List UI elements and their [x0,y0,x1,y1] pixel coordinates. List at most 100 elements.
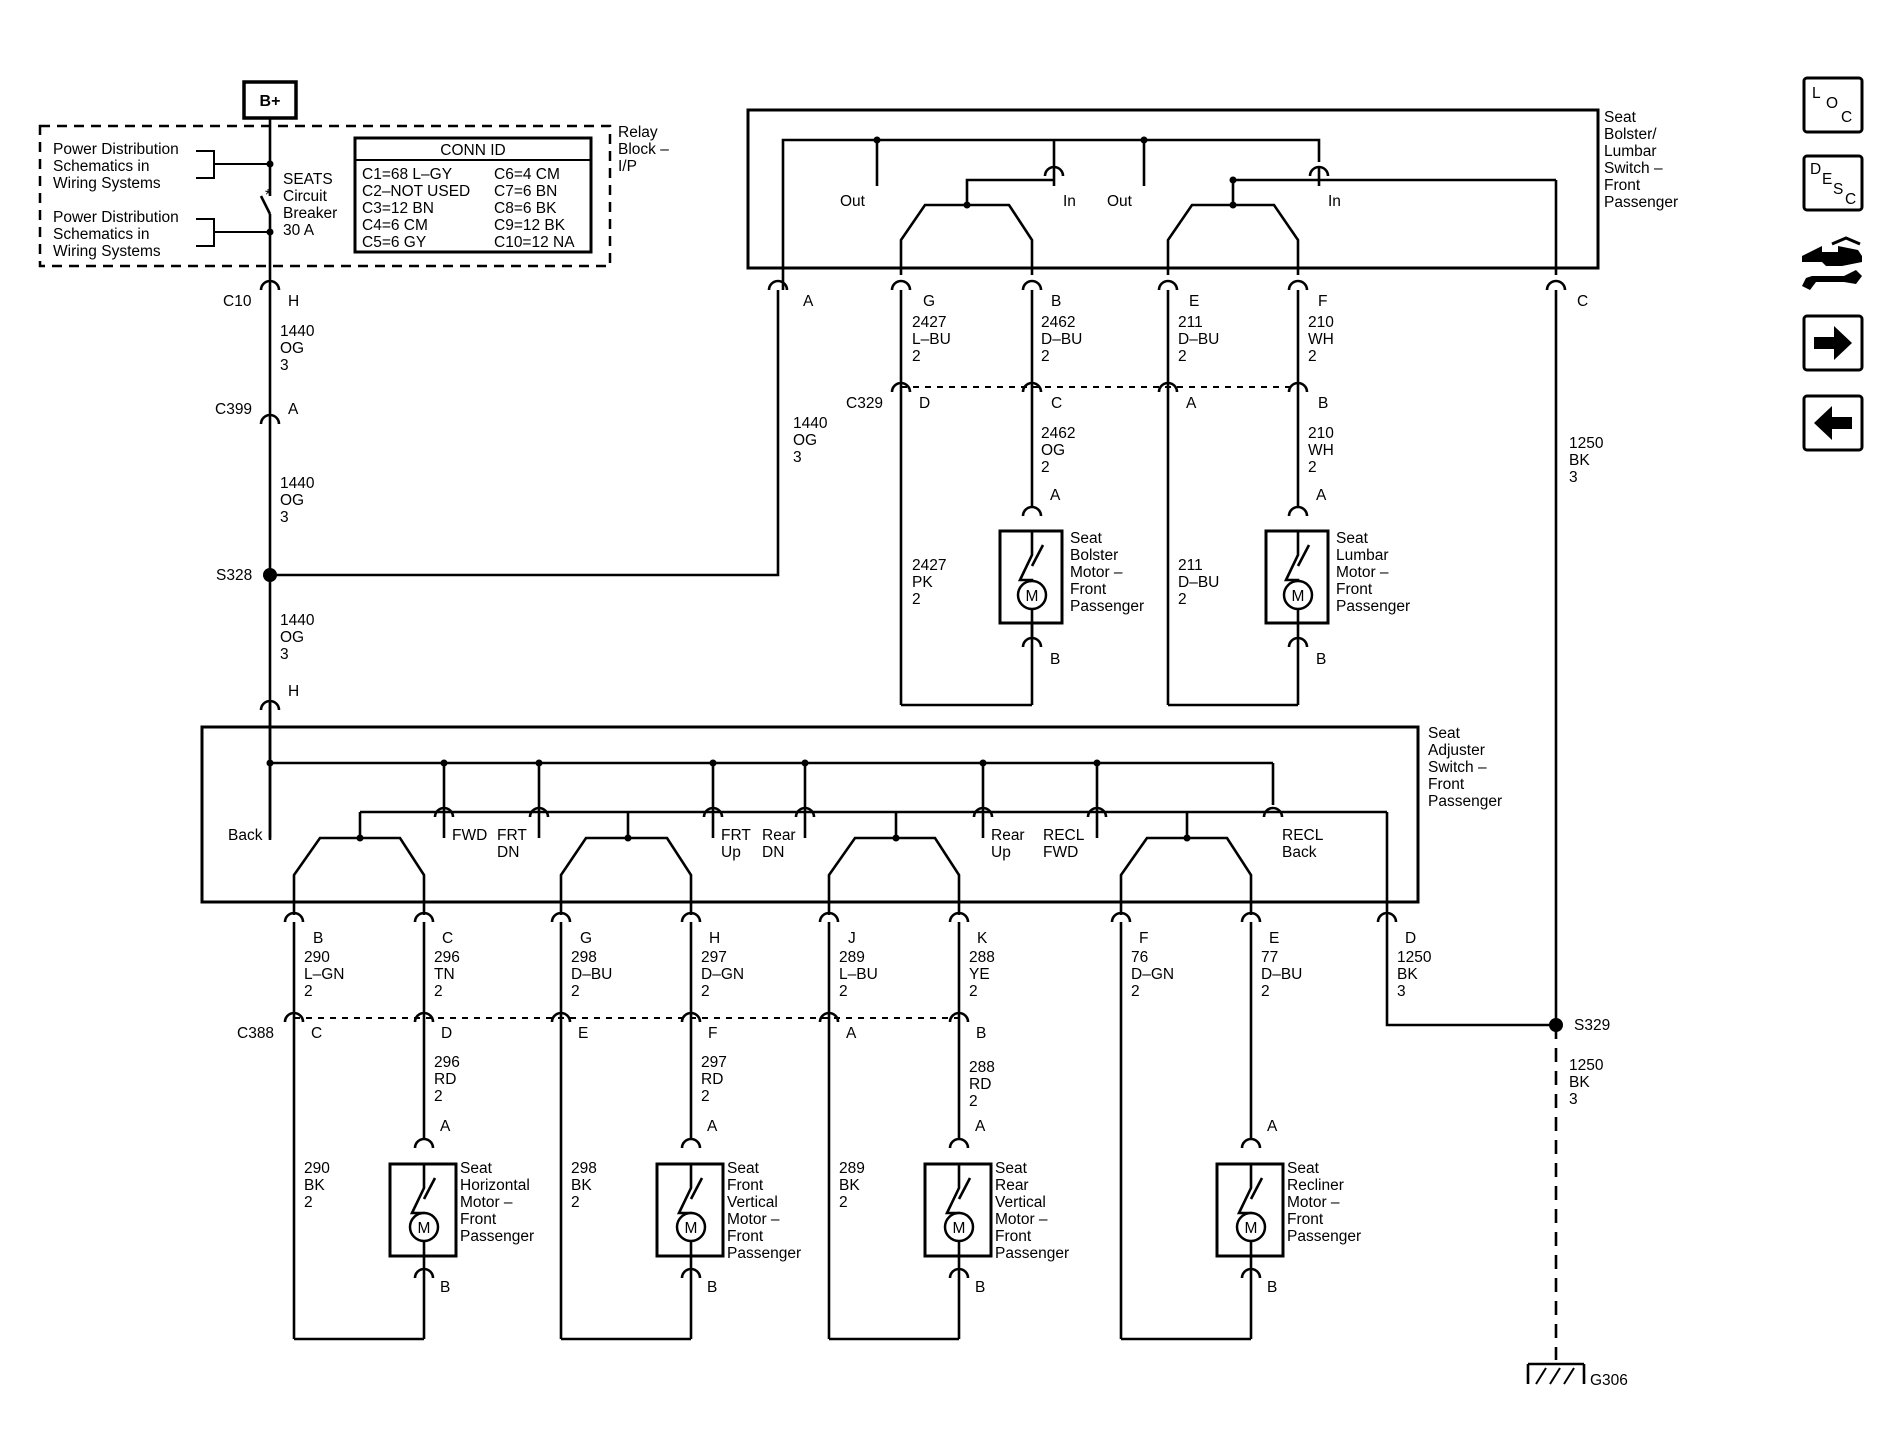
recliner-motor-name-3: Motor – [1287,1194,1340,1211]
lumbar-motor-name-1: Seat [1336,530,1369,547]
rear-vertical-motor-name-4: Motor – [995,1211,1048,1228]
contact-recl-back-2: Back [1282,844,1317,861]
conn-id-right-4: C10=12 NA [494,234,575,251]
bolster-wire-top-1-2: D–BU [1041,331,1082,348]
recliner-motor-name-1: Seat [1287,1160,1320,1177]
conn-id-table: CONN ID C1=68 L–GY C2–NOT USED C3=12 BN … [353,136,593,254]
recliner-motor-name-4: Front [1287,1211,1324,1228]
motor-symbol: M [418,1220,431,1237]
bolster-motor-name-2: Bolster [1070,547,1118,564]
bolster-title-6: Passenger [1604,194,1678,211]
s329-label: S329 [1574,1017,1610,1034]
adj-wire-top-6-3: 2 [1131,983,1140,1000]
conn-id-right-1: C7=6 BN [494,183,557,200]
desc-letter-d: D [1810,161,1821,178]
bolster-contact-in-1: In [1063,193,1076,210]
bolster-title-2: Bolster/ [1604,126,1657,143]
adj-pin-g: G [580,930,592,947]
front-vertical-motor-pin-b: B [707,1279,717,1296]
loc-letter-l: L [1812,85,1821,102]
desc-letter-s: S [1833,181,1843,198]
front-vertical-motor: M [655,1137,725,1280]
w1440-a-2: OG [280,340,304,357]
breaker-star: * [265,187,271,204]
contact-recl-fwd-1: RECL [1043,827,1085,844]
lumbar-motor-pin-b: B [1316,651,1326,668]
loc-button[interactable]: L O C [1802,76,1864,134]
rear-vertical-motor-name-5: Front [995,1228,1032,1245]
adj-title-5: Passenger [1428,793,1502,810]
adj-wire-top-8-2: BK [1397,966,1418,983]
front-vertical-motor-pin-a: A [707,1118,718,1135]
bolster-pin-f: F [1318,293,1327,310]
adj-wire-top-6-2: D–GN [1131,966,1174,983]
adj-wire-top-6-1: 76 [1131,949,1148,966]
w1250-c-2: BK [1569,1074,1590,1091]
adj-pin-j: J [848,930,856,947]
c388-label: C388 [237,1025,274,1042]
bolster-contact-out-1: Out [840,193,866,210]
bolster-motor-pin-b: B [1050,651,1060,668]
previous-button[interactable] [1802,394,1864,452]
bolster-contact-in-2: In [1328,193,1341,210]
adj-title-3: Switch – [1428,759,1487,776]
relay-block-outline [38,124,612,268]
contact-frt-dn-2: DN [497,844,519,861]
adj-wire-bot-3-2: RD [701,1071,723,1088]
breaker-label-2: Circuit [283,188,328,205]
w1250-c-1: 1250 [1569,1057,1604,1074]
bolster-wire-top-3-3: 2 [1308,348,1317,365]
w1250-a-3: 3 [1569,469,1578,486]
bolster-title-5: Front [1604,177,1641,194]
c10-label: C10 [223,293,252,310]
adj-title-2: Adjuster [1428,742,1485,759]
bolster-motor: M [998,505,1064,649]
adj-wire-bot-5-3: 2 [969,1093,978,1110]
bolster-wire-bot-2-1: 211 [1178,557,1203,574]
contact-rear-up-1: Rear [991,827,1025,844]
bolster-wire-top-0-1: 2427 [912,314,946,331]
bolster-wire-bot-2-2: D–BU [1178,574,1219,591]
conn-id-left-4: C5=6 GY [362,234,426,251]
ground-g306-icon [1526,1362,1586,1385]
contact-frt-up-2: Up [721,844,741,861]
next-button[interactable] [1802,314,1864,372]
adj-wire-bot-3-1: 297 [701,1054,727,1071]
bolster-wire-bot-3-2: WH [1308,442,1334,459]
adj-wire-bot-1-3: 2 [434,1088,443,1105]
lumbar-motor-pin-a: A [1316,487,1327,504]
horizontal-motor-name-5: Passenger [460,1228,534,1245]
adj-wire-top-1-3: 2 [434,983,443,1000]
lumbar-motor: M [1264,505,1330,649]
relay-block-label-3: I/P [618,158,637,175]
bolster-switch-box [746,108,1600,270]
bolster-contact-out-2: Out [1107,193,1133,210]
c388-pin-e: E [578,1025,588,1042]
w1440-b-2: OG [280,492,304,509]
adj-wire-bot-1-1: 296 [434,1054,460,1071]
recliner-motor-name-5: Passenger [1287,1228,1361,1245]
bolster-motor-pin-a: A [1050,487,1061,504]
c10-pin: H [288,293,299,310]
bolster-wire-bot-1-1: 2462 [1041,425,1075,442]
connector-wrench-button[interactable] [1802,236,1862,290]
bolster-wire-top-1-1: 2462 [1041,314,1075,331]
bolster-wire-bot-0-1: 2427 [912,557,946,574]
adj-wire-bot-4-3: 2 [839,1194,848,1211]
adj-wire-bot-0-1: 290 [304,1160,330,1177]
desc-button[interactable]: D E S C [1802,154,1864,212]
contact-fwd: FWD [452,827,487,844]
adj-wire-top-4-2: L–BU [839,966,878,983]
adj-wire-bot-4-1: 289 [839,1160,865,1177]
bolster-wire-top-0-3: 2 [912,348,921,365]
adj-wire-top-1-2: TN [434,966,455,983]
c388-pin-f: F [708,1025,717,1042]
rear-vertical-motor-name-2: Rear [995,1177,1029,1194]
adj-pin-c: C [442,930,453,947]
bolster-wire-top-3-2: WH [1308,331,1334,348]
lumbar-motor-name-5: Passenger [1336,598,1410,615]
adj-wire-top-5-1: 288 [969,949,995,966]
bolster-wire-bot-1-3: 2 [1041,459,1050,476]
conn-id-left-3: C4=6 CM [362,217,428,234]
adj-pin-k: K [977,930,988,947]
